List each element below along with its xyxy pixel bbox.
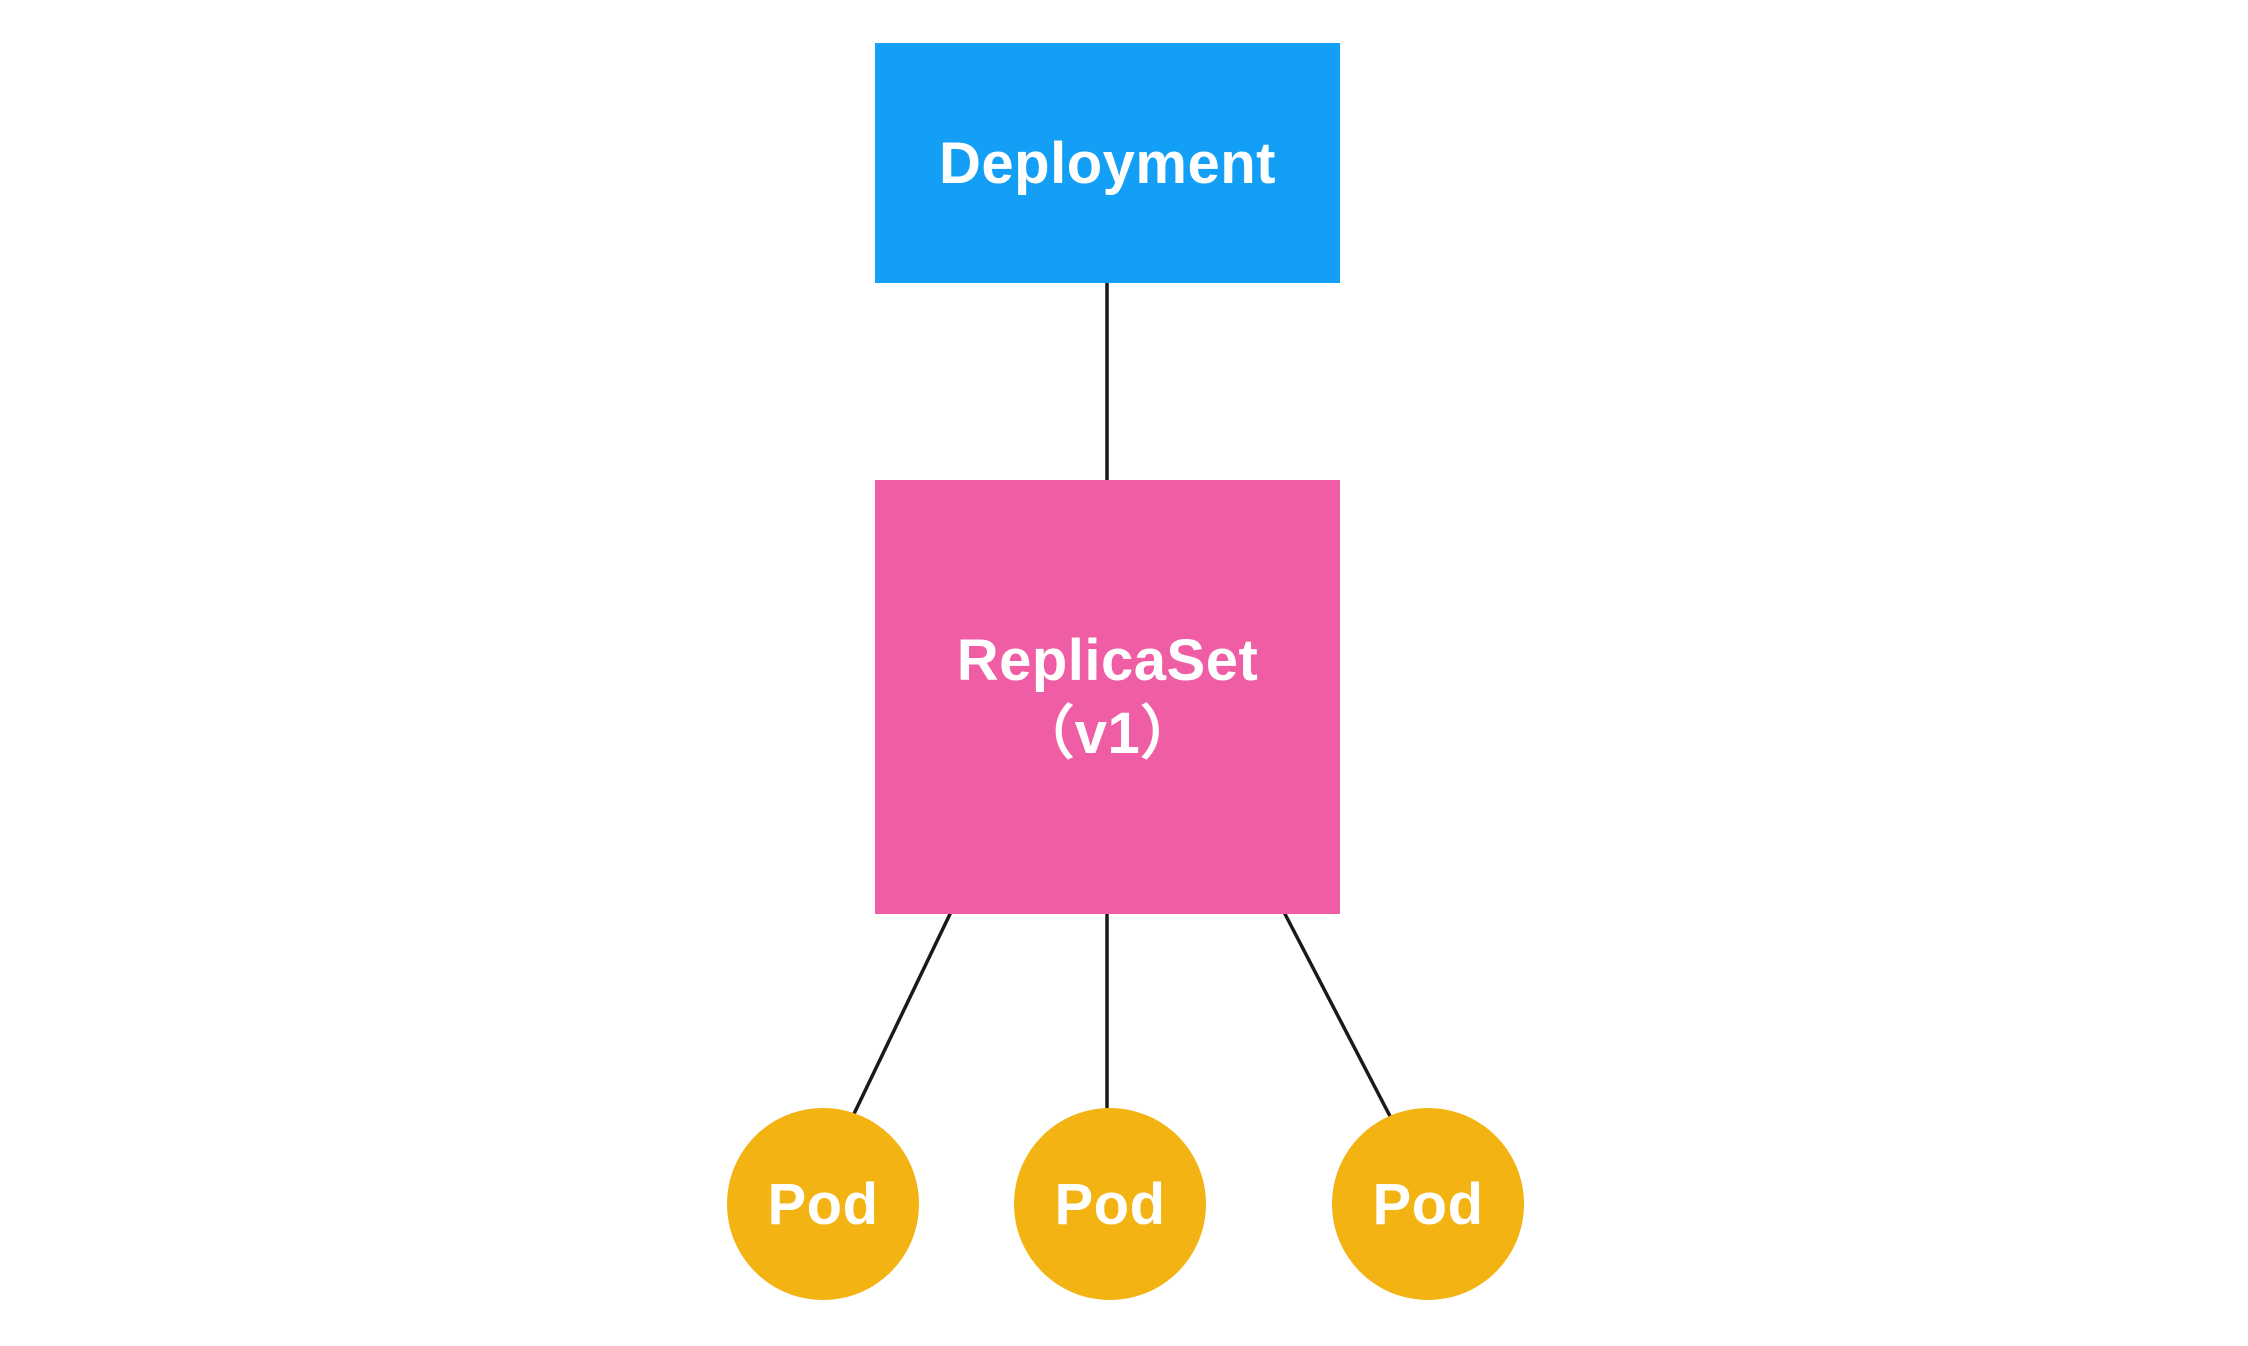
- edge-replicaset-pod-1: [850, 912, 952, 1120]
- pod-label: Pod: [767, 1171, 879, 1237]
- edge-replicaset-pod-3: [1283, 912, 1394, 1122]
- pod-node-2: Pod: [1014, 1108, 1206, 1300]
- pod-node-3: Pod: [1332, 1108, 1524, 1300]
- deployment-label: Deployment: [939, 130, 1276, 196]
- pod-label: Pod: [1054, 1171, 1166, 1237]
- pod-node-1: Pod: [727, 1108, 919, 1300]
- replicaset-label: ReplicaSet: [956, 628, 1259, 693]
- replicaset-version-label: （v1）: [1016, 701, 1199, 766]
- pod-label: Pod: [1372, 1171, 1484, 1237]
- replicaset-node: ReplicaSet （v1）: [875, 480, 1340, 914]
- deployment-node: Deployment: [875, 43, 1340, 283]
